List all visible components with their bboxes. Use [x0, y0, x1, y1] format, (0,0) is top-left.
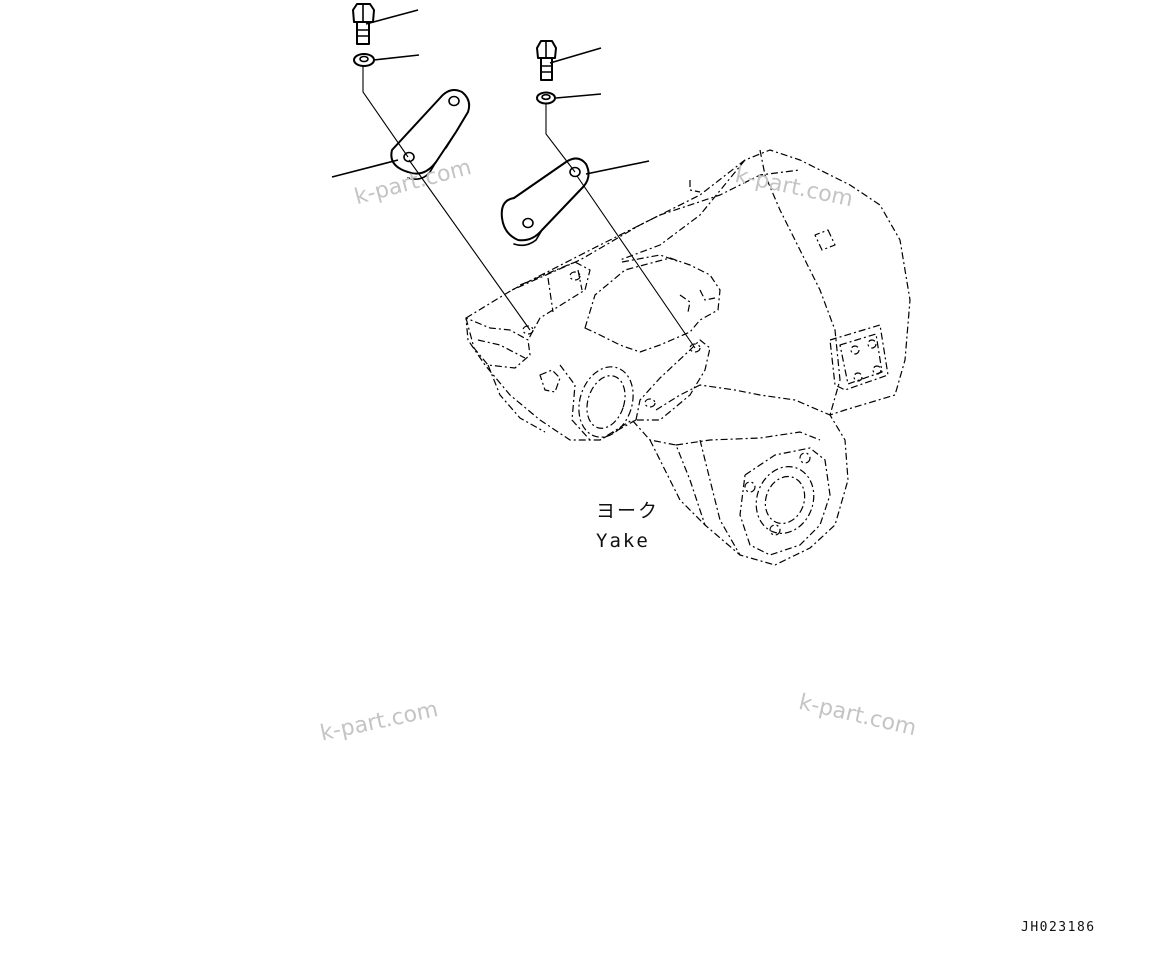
- left-guide-line: [362, 66, 531, 331]
- right-bracket: [500, 157, 590, 247]
- right-bracket-leader: [585, 160, 650, 175]
- left-bracket: [390, 89, 471, 180]
- left-washer-leader: [373, 54, 420, 61]
- yoke-label-english: Yake: [596, 530, 650, 552]
- yoke-label: ヨーク Yake: [596, 496, 659, 556]
- left-washer: [353, 53, 375, 67]
- left-bracket-leader: [331, 159, 399, 178]
- right-guide-line: [545, 104, 696, 349]
- right-bolt: [536, 40, 557, 81]
- drawing-code: JH023186: [1021, 920, 1096, 935]
- yoke-label-japanese: ヨーク: [596, 500, 660, 522]
- yoke-housing: [465, 149, 911, 566]
- right-washer-leader: [555, 93, 602, 99]
- left-bolt-leader: [365, 9, 419, 25]
- left-bolt: [352, 3, 375, 45]
- right-washer: [536, 91, 556, 105]
- right-bolt-leader: [549, 47, 602, 64]
